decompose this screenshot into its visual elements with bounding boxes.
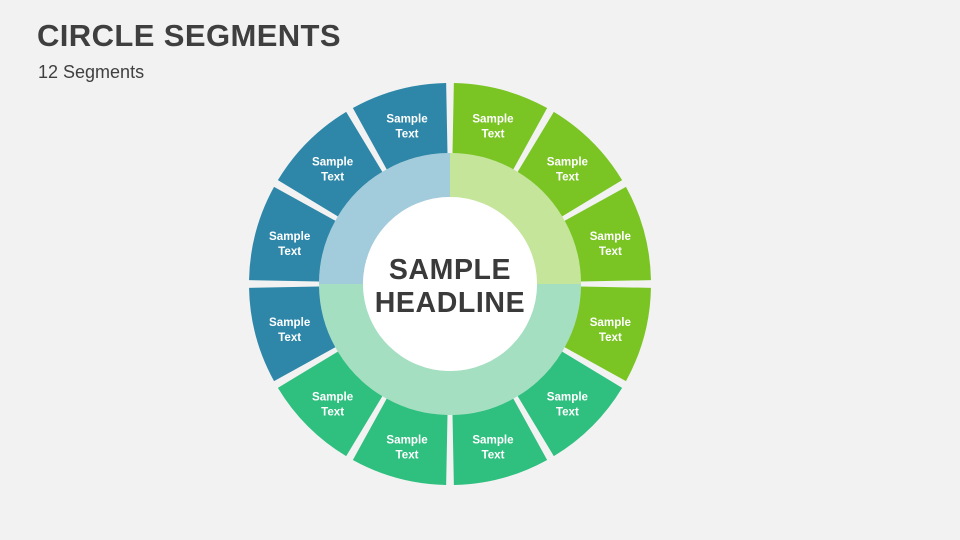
segment-label-line1-11: Sample <box>386 113 428 126</box>
segment-label-line1-2: Sample <box>590 230 632 243</box>
inner-ring-quadrant-top-right-green[interactable] <box>450 153 581 284</box>
outer-segment-0[interactable] <box>452 83 548 170</box>
outer-segment-9[interactable] <box>249 186 336 282</box>
page-subtitle: 12 Segments <box>38 62 145 82</box>
inner-ring <box>319 153 581 415</box>
segment-label-line2-5: Text <box>481 448 504 461</box>
outer-segment-4[interactable] <box>517 351 623 457</box>
segment-label-line1-4: Sample <box>547 390 589 403</box>
outer-segment-7[interactable] <box>277 351 383 457</box>
outer-segment-6[interactable] <box>352 398 448 485</box>
segment-label-line2-10: Text <box>321 171 344 184</box>
outer-segment-5[interactable] <box>452 398 548 485</box>
segment-label-line2-9: Text <box>278 245 301 258</box>
outer-segment-2[interactable] <box>564 186 651 282</box>
inner-ring-quadrant-bottom-left-emerald[interactable] <box>319 284 450 415</box>
segment-label-line2-1: Text <box>556 171 579 184</box>
segment-label-line2-4: Text <box>556 405 579 418</box>
segment-label-line1-9: Sample <box>269 230 311 243</box>
segment-label-line1-7: Sample <box>312 390 354 403</box>
outer-segment-3[interactable] <box>564 286 651 382</box>
segment-label-line1-10: Sample <box>312 156 354 169</box>
outer-segment-10[interactable] <box>277 111 383 217</box>
page-title: CIRCLE SEGMENTS <box>37 18 341 53</box>
segment-label-line2-11: Text <box>396 128 419 141</box>
headline-line2: HEADLINE <box>375 287 525 319</box>
inner-ring-quadrant-top-left-blue[interactable] <box>319 153 450 284</box>
segment-label-line1-3: Sample <box>590 316 632 329</box>
outer-segment-1[interactable] <box>517 111 623 217</box>
segment-label-line2-2: Text <box>599 245 622 258</box>
segment-label-line2-8: Text <box>278 331 301 344</box>
outer-segment-11[interactable] <box>352 83 448 170</box>
segment-label-line1-6: Sample <box>386 433 428 446</box>
outer-segment-8[interactable] <box>249 286 336 382</box>
segment-label-line2-0: Text <box>481 128 504 141</box>
segment-labels: SampleTextSampleTextSampleTextSampleText… <box>269 113 631 462</box>
segment-label-line1-8: Sample <box>269 316 311 329</box>
segment-label-line1-5: Sample <box>472 433 514 446</box>
segment-label-line1-1: Sample <box>547 156 589 169</box>
inner-ring-quadrant-bottom-right-emerald[interactable] <box>450 284 581 415</box>
segment-label-line2-6: Text <box>396 448 419 461</box>
segment-label-line2-3: Text <box>599 331 622 344</box>
headline-line1: SAMPLE <box>389 254 511 286</box>
segment-label-line1-0: Sample <box>472 113 514 126</box>
outer-ring <box>249 83 651 485</box>
segment-label-line2-7: Text <box>321 405 344 418</box>
hub-circle[interactable] <box>363 197 537 371</box>
